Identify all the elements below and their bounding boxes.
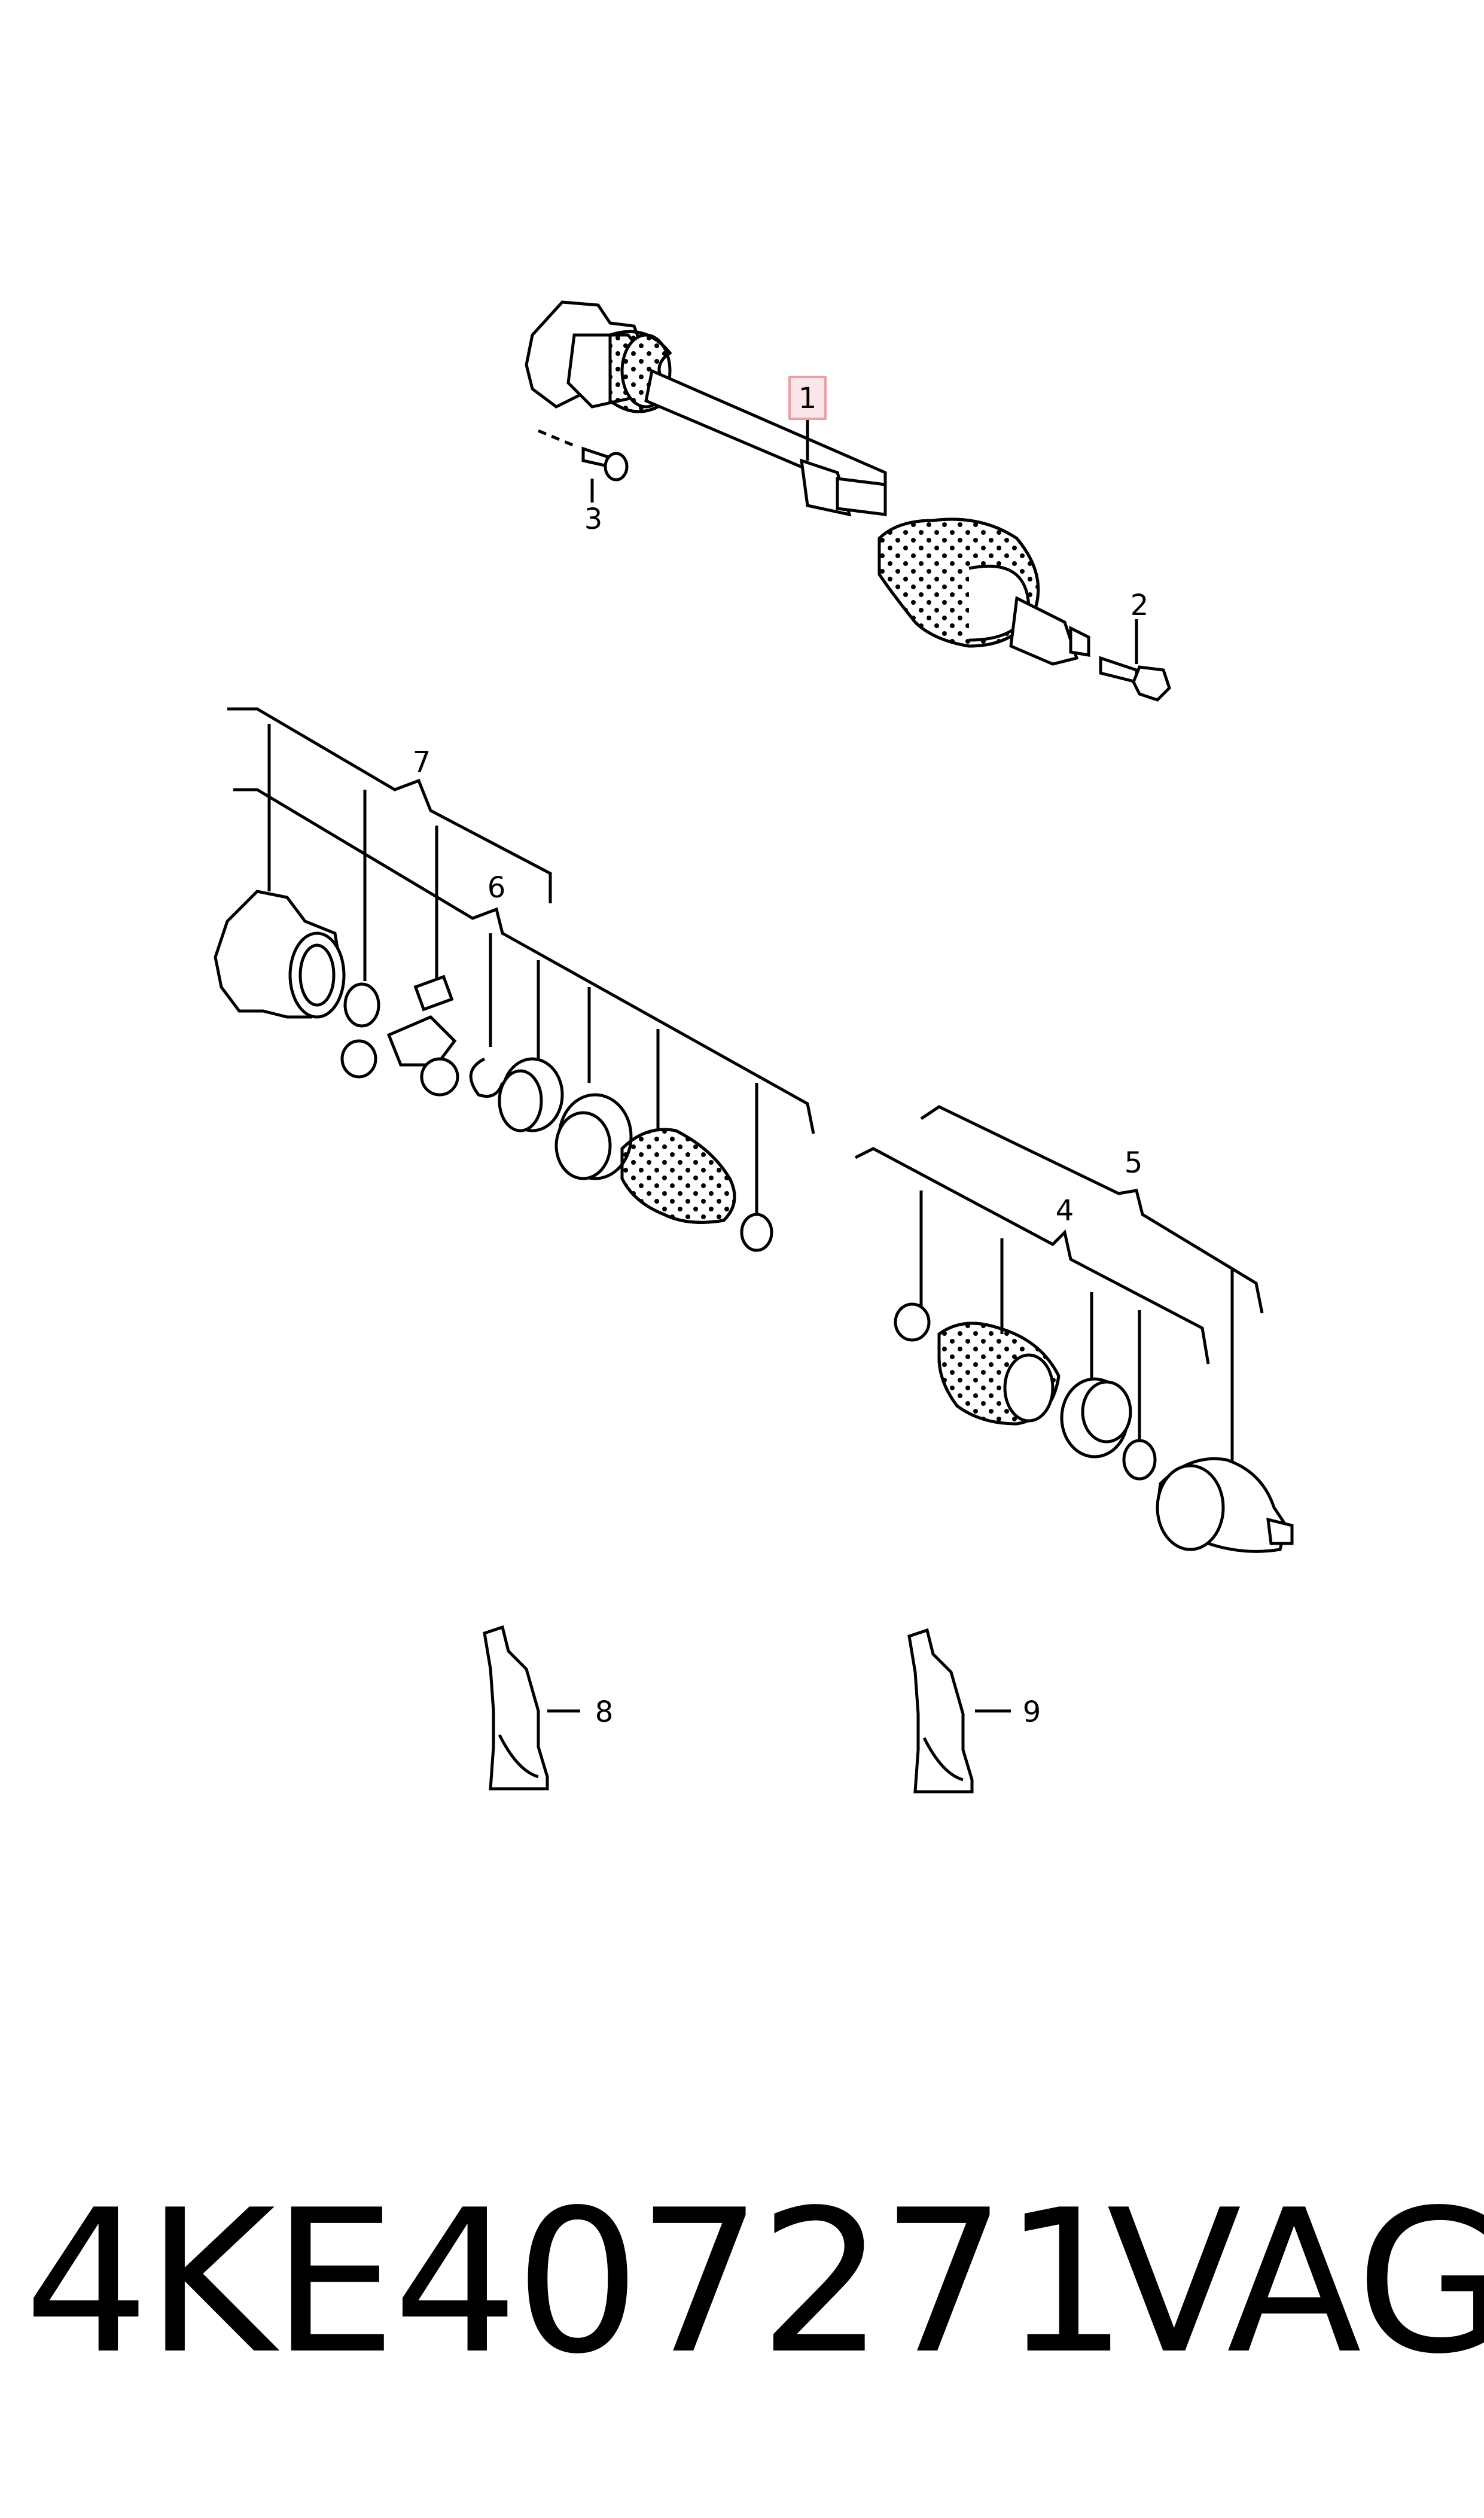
label-4: 4 (1056, 1194, 1074, 1228)
outer-joint-stub (1009, 596, 1090, 666)
bracket-6 (233, 788, 815, 1214)
part-number: 4KE407271 (24, 2167, 1129, 2397)
label-6: 6 (487, 871, 506, 905)
bolt-3 (538, 429, 629, 503)
bracket-7 (227, 707, 552, 981)
exploded-parts-diagram: 1 2 3 7 6 (214, 300, 1294, 1794)
bolt-2 (1099, 619, 1171, 702)
grease-tube-8 (483, 1625, 580, 1791)
label-5: 5 (1125, 1146, 1143, 1180)
inner-joint-parts (214, 890, 773, 1252)
outer-joint-parts (894, 1302, 1294, 1553)
label-9: 9 (1023, 1695, 1041, 1729)
bracket-5 (920, 1105, 1264, 1466)
footer: 4KE407271 VAG (0, 2184, 1484, 2453)
label-3: 3 (584, 503, 603, 536)
label-8: 8 (595, 1695, 614, 1729)
outer-boot-right (877, 517, 1040, 648)
brand-name: VAG (1107, 2167, 1484, 2397)
label-2: 2 (1130, 589, 1149, 622)
label-7: 7 (413, 745, 431, 779)
grease-tube-9 (907, 1628, 1011, 1794)
shaft-bar (644, 369, 887, 517)
label-1-highlight (788, 376, 827, 420)
drive-shaft-assembly (525, 300, 1171, 702)
label-1: 1 (799, 382, 817, 415)
